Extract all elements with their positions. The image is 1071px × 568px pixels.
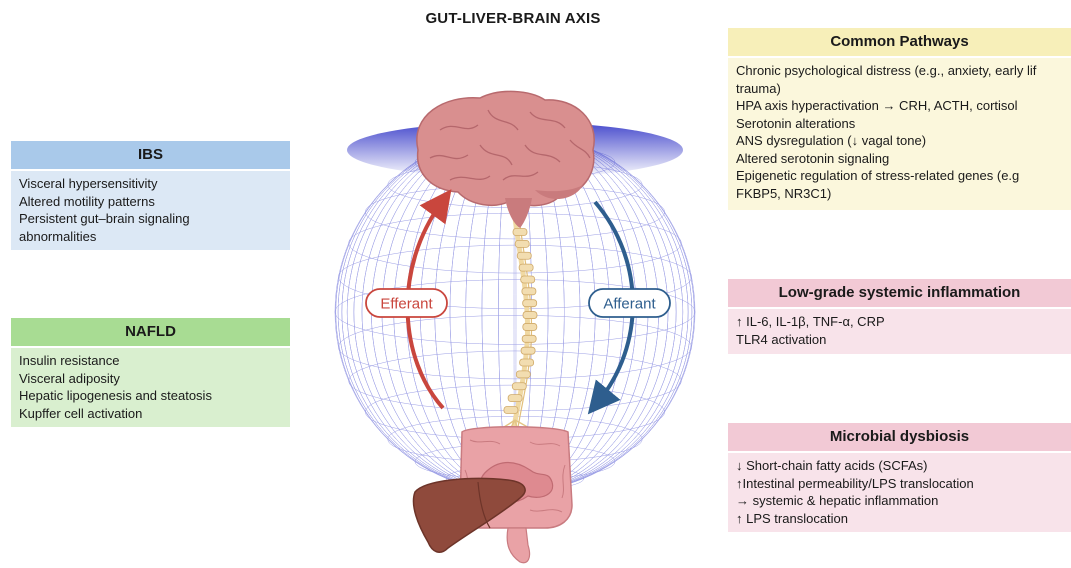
ibs-item: Visceral hypersensitivity <box>19 175 282 193</box>
vertebra <box>523 323 537 330</box>
vertebra <box>516 371 530 378</box>
diagram-title: GUT-LIVER-BRAIN AXIS <box>0 10 1026 27</box>
vertebra <box>508 395 522 402</box>
dysbiosis-item: ↑Intestinal permeability/LPS translocati… <box>736 475 1063 493</box>
common-pathways-item: ANS dysregulation (↓ vagal tone) <box>736 132 1071 150</box>
nafld-item: Hepatic lipogenesis and steatosis <box>19 387 282 405</box>
afferant-label: Afferant <box>603 296 656 313</box>
vertebra <box>521 276 535 283</box>
dysbiosis-list: ↓ Short-chain fatty acids (SCFAs) ↑Intes… <box>728 453 1071 532</box>
ibs-header: IBS <box>11 141 290 169</box>
common-pathways-box: Common Pathways Chronic psychological di… <box>728 28 1071 210</box>
nafld-header: NAFLD <box>11 318 290 346</box>
vertebra <box>520 359 534 366</box>
nafld-item: Kupffer cell activation <box>19 405 282 423</box>
ibs-item: Altered motility patterns <box>19 193 282 211</box>
ibs-list: Visceral hypersensitivity Altered motili… <box>11 171 290 250</box>
vertebra <box>523 300 537 307</box>
ibs-item: Persistent gut–brain signaling <box>19 210 282 228</box>
common-pathways-list: Chronic psychological distress (e.g., an… <box>728 58 1071 210</box>
vertebra <box>513 229 527 236</box>
vertebra <box>521 347 535 354</box>
vertebrae-icon <box>504 229 537 414</box>
common-pathways-item: trauma) <box>736 80 1071 98</box>
dysbiosis-item: → systemic & hepatic inflammation <box>736 492 1063 510</box>
vertebra <box>523 312 537 319</box>
dysbiosis-item: ↑ LPS translocation <box>736 510 1063 528</box>
inflammation-header: Low-grade systemic inflammation <box>728 279 1071 307</box>
common-pathways-item: FKBP5, NR3C1) <box>736 185 1071 203</box>
dysbiosis-header: Microbial dysbiosis <box>728 423 1071 451</box>
nafld-list: Insulin resistance Visceral adiposity He… <box>11 348 290 427</box>
nafld-item: Insulin resistance <box>19 352 282 370</box>
vertebra <box>504 407 518 414</box>
ibs-box: IBS Visceral hypersensitivity Altered mo… <box>11 141 290 250</box>
common-pathways-header: Common Pathways <box>728 28 1071 56</box>
efferant-label: Efferant <box>380 296 433 313</box>
ibs-item: abnormalities <box>19 228 282 246</box>
common-pathways-item: Epigenetic regulation of stress-related … <box>736 167 1071 185</box>
common-pathways-item: Chronic psychological distress (e.g., an… <box>736 62 1071 80</box>
gut-brain-illustration: Efferant Afferant <box>320 85 700 568</box>
inflammation-item: TLR4 activation <box>736 331 1063 349</box>
dysbiosis-item: ↓ Short-chain fatty acids (SCFAs) <box>736 457 1063 475</box>
inflammation-item: ↑ IL-6, IL-1β, TNF-α, CRP <box>736 313 1063 331</box>
vertebra <box>517 252 531 259</box>
nafld-box: NAFLD Insulin resistance Visceral adipos… <box>11 318 290 427</box>
nafld-item: Visceral adiposity <box>19 370 282 388</box>
sphere-parallel <box>338 315 691 379</box>
common-pathways-item: Serotonin alterations <box>736 115 1071 133</box>
vertebra <box>522 288 536 295</box>
vertebra <box>515 240 529 247</box>
common-pathways-item: Altered serotonin signaling <box>736 150 1071 168</box>
inflammation-box: Low-grade systemic inflammation ↑ IL-6, … <box>728 279 1071 354</box>
vertebra <box>512 383 526 390</box>
dysbiosis-box: Microbial dysbiosis ↓ Short-chain fatty … <box>728 423 1071 532</box>
inflammation-list: ↑ IL-6, IL-1β, TNF-α, CRP TLR4 activatio… <box>728 309 1071 354</box>
common-pathways-item: HPA axis hyperactivation → CRH, ACTH, co… <box>736 97 1071 115</box>
vertebra <box>522 335 536 342</box>
vertebra <box>519 264 533 271</box>
